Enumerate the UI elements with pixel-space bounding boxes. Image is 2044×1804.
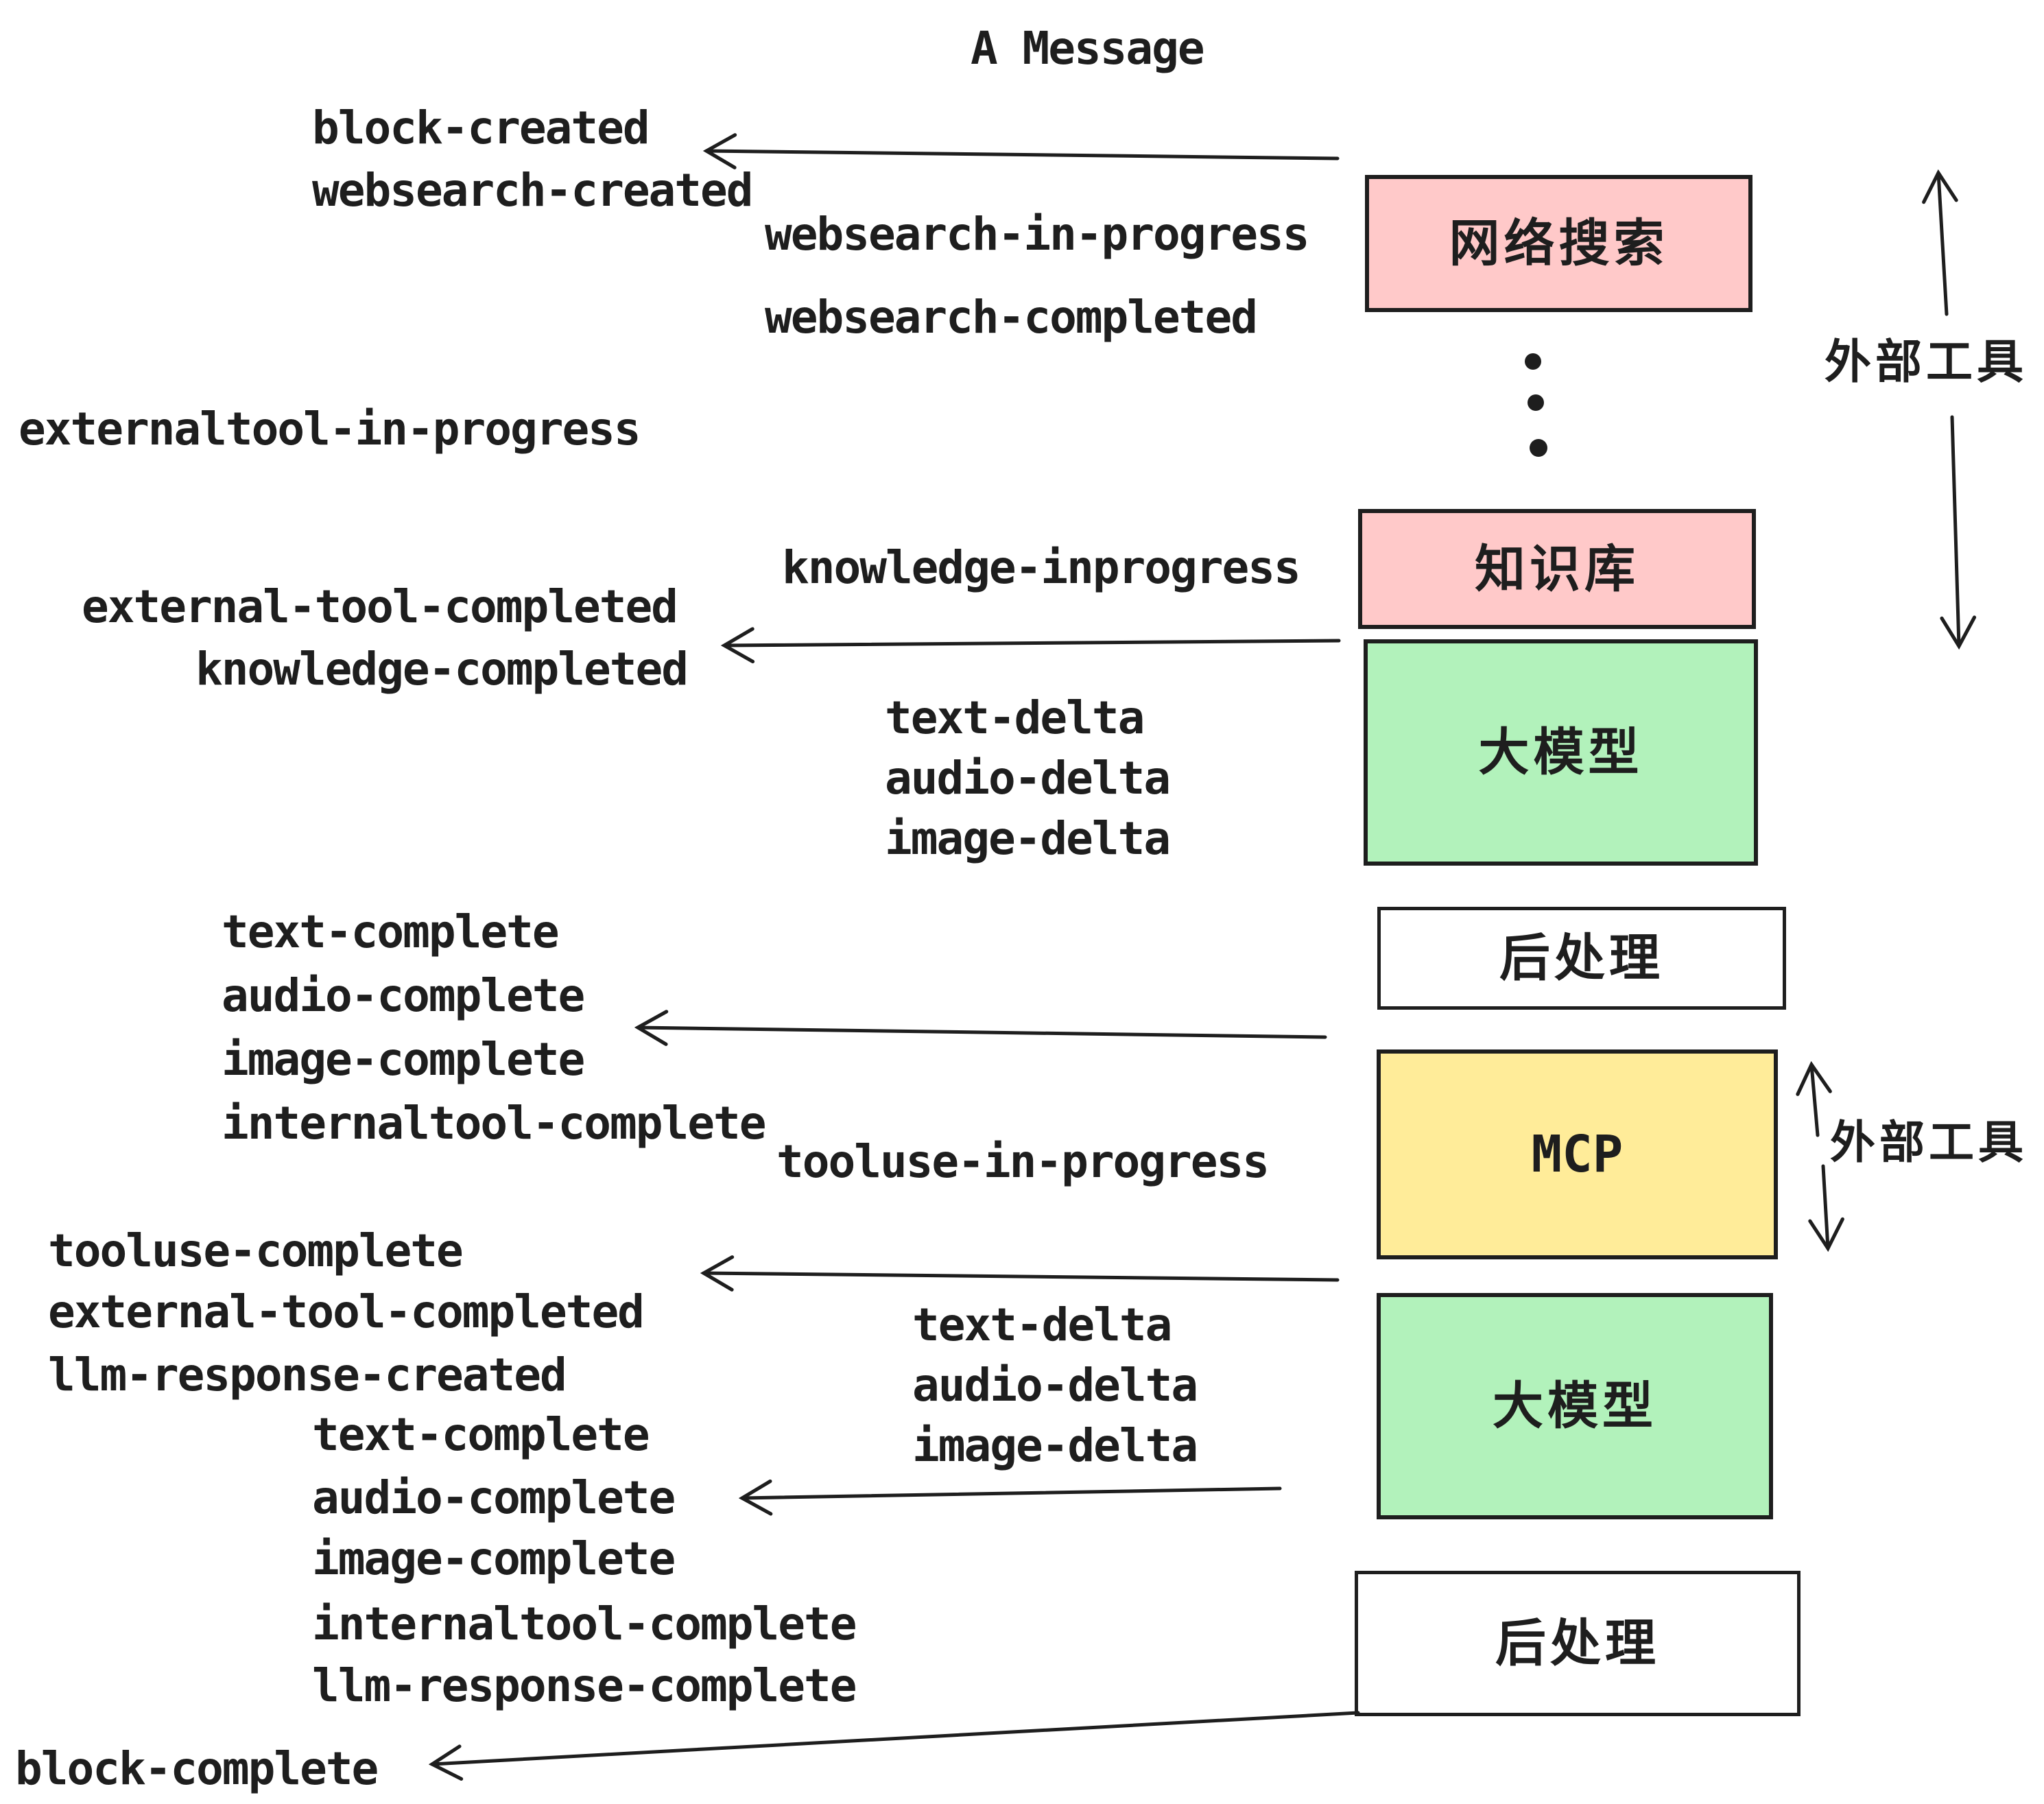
dot-2 [1528,394,1544,411]
event-block-complete: block-complete [15,1742,379,1795]
external-tools-annotation-mcp: 外部工具 [1830,1117,2028,1167]
event-image-delta: image-delta [885,812,1171,865]
websearch-box: 网络搜索 [1365,175,1752,312]
external-tools-annotation-top: 外部工具 [1825,336,2028,388]
external-tools-up-arrow-top [1922,169,1958,316]
websearch-box-label: 网络搜索 [1449,215,1669,272]
page-title: A Message [971,22,1205,75]
llm-box-1-label: 大模型 [1478,724,1643,781]
event-knowledge-completed: knowledge-completed [195,643,689,696]
arrow-to-tooluse-complete [700,1255,1340,1292]
event-internaltool-complete: internaltool-complete [222,1097,766,1150]
event-websearch-completed: websearch-completed [765,291,1258,344]
event-image-complete: image-complete [222,1033,585,1086]
arrow-to-knowledge-completed [720,627,1341,664]
event-knowledge-inprogress: knowledge-inprogress [782,541,1301,594]
event-internaltool-complete-2: internaltool-complete [312,1598,857,1650]
event-websearch-created: websearch-created [312,164,754,217]
mcp-box: MCP [1377,1049,1778,1259]
event-text-complete: text-complete [222,905,560,958]
external-tools-down-arrow-mcp [1808,1164,1844,1253]
event-image-complete-2: image-complete [312,1532,676,1585]
external-tools-down-arrow-top [1940,415,1977,650]
external-tools-up-arrow-mcp [1796,1060,1832,1137]
postprocess-box-1-label: 后处理 [1499,929,1664,986]
event-text-complete-2: text-complete [312,1408,650,1461]
event-audio-delta: audio-delta [885,752,1171,805]
event-llm-response-created: llm-response-created [48,1349,567,1401]
event-block-created: block-created [312,102,650,154]
llm-box-2-label: 大模型 [1493,1377,1657,1434]
llm-box-2: 大模型 [1377,1293,1773,1519]
event-external-tool-completed-2: external-tool-completed [48,1285,645,1338]
knowledge-base-box: 知识库 [1358,509,1756,629]
llm-box-1: 大模型 [1364,639,1758,866]
arrow-to-audio-complete [738,1479,1282,1516]
knowledge-base-box-label: 知识库 [1475,540,1639,597]
event-audio-delta-2: audio-delta [912,1359,1198,1412]
event-llm-response-complete: llm-response-complete [312,1659,857,1712]
event-tooluse-complete: tooluse-complete [48,1224,464,1277]
event-audio-complete: audio-complete [222,969,585,1022]
postprocess-box-1: 后处理 [1377,907,1786,1010]
arrow-to-block-complete [428,1711,1360,1781]
arrow-websearch-to-block-created [702,133,1340,169]
event-tooluse-in-progress: tooluse-in-progress [776,1135,1270,1188]
event-websearch-in-progress: websearch-in-progress [765,208,1309,261]
postprocess-box-2: 后处理 [1355,1571,1801,1716]
event-external-tool-completed: external-tool-completed [82,580,678,633]
arrow-to-image-complete [634,1010,1327,1046]
ellipsis-dots [1525,353,1547,457]
postprocess-box-2-label: 后处理 [1495,1615,1660,1672]
mcp-box-label: MCP [1531,1125,1624,1184]
dot-1 [1525,353,1541,370]
event-text-delta-2: text-delta [912,1298,1172,1351]
event-audio-complete-2: audio-complete [312,1471,676,1524]
event-image-delta-2: image-delta [912,1419,1198,1472]
event-externaltool-in-progress: externaltool-in-progress [19,403,641,455]
dot-3 [1530,439,1547,457]
event-text-delta: text-delta [885,691,1145,744]
